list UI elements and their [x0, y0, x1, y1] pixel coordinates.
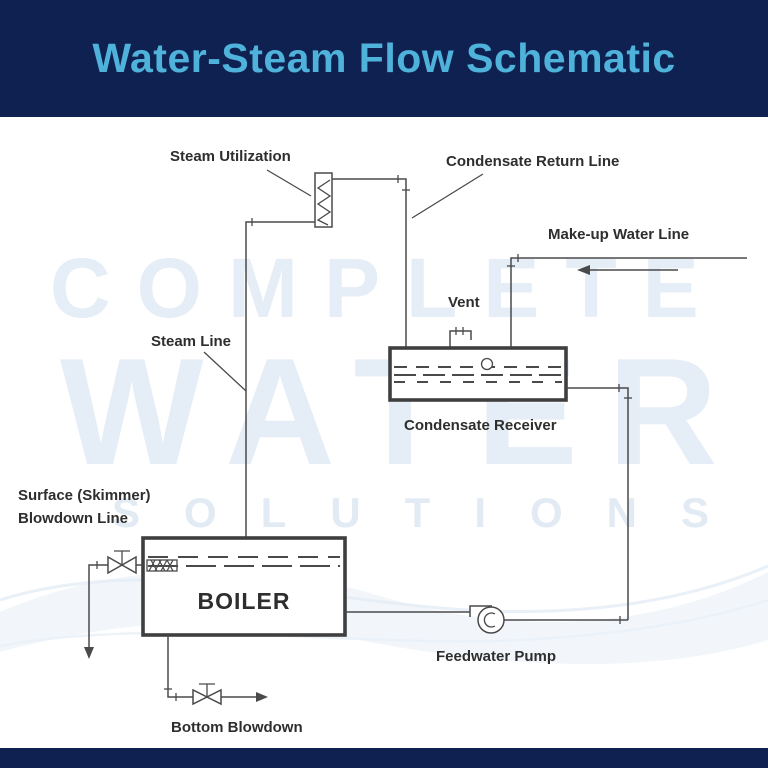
flow-arrow-right	[256, 692, 268, 702]
label-steam-line: Steam Line	[151, 333, 232, 350]
valve-icon	[192, 683, 222, 706]
label-condensate-receiver: Condensate Receiver	[404, 417, 557, 434]
label-boiler: BOILER	[197, 588, 291, 614]
pump-icon	[469, 605, 505, 634]
boiler-vessel	[141, 536, 347, 637]
watermark-water: WATER	[60, 327, 748, 497]
heat-exchanger-icon	[314, 172, 333, 228]
label-makeup-water-line: Make-up Water Line	[548, 226, 690, 243]
header-banner: Water-Steam Flow Schematic	[0, 0, 768, 117]
footer-banner	[0, 748, 768, 768]
label-feedwater-pump: Feedwater Pump	[436, 648, 557, 665]
skimmer-icon	[146, 559, 178, 572]
page-title: Water-Steam Flow Schematic	[92, 35, 676, 81]
label-steam-utilization: Steam Utilization	[170, 148, 291, 165]
watermark-complete: COMPLETE	[50, 241, 725, 335]
label-surface-blowdown-line2: Blowdown Line	[18, 510, 128, 527]
feedwater-pump-piping	[345, 605, 628, 634]
surface-blowdown-pipe	[84, 550, 143, 659]
label-bottom-blowdown: Bottom Blowdown	[171, 719, 303, 736]
flow-arrow-down	[84, 647, 94, 659]
label-surface-blowdown-line1: Surface (Skimmer)	[18, 487, 151, 504]
valve-icon	[107, 550, 137, 575]
watermark-solutions: SOLUTIONS	[112, 489, 754, 536]
label-condensate-return-line: Condensate Return Line	[446, 153, 620, 170]
label-vent: Vent	[448, 294, 480, 311]
label-surface-blowdown: Surface (Skimmer) Blowdown Line	[18, 484, 151, 530]
bottom-blowdown-pipe	[164, 635, 268, 706]
